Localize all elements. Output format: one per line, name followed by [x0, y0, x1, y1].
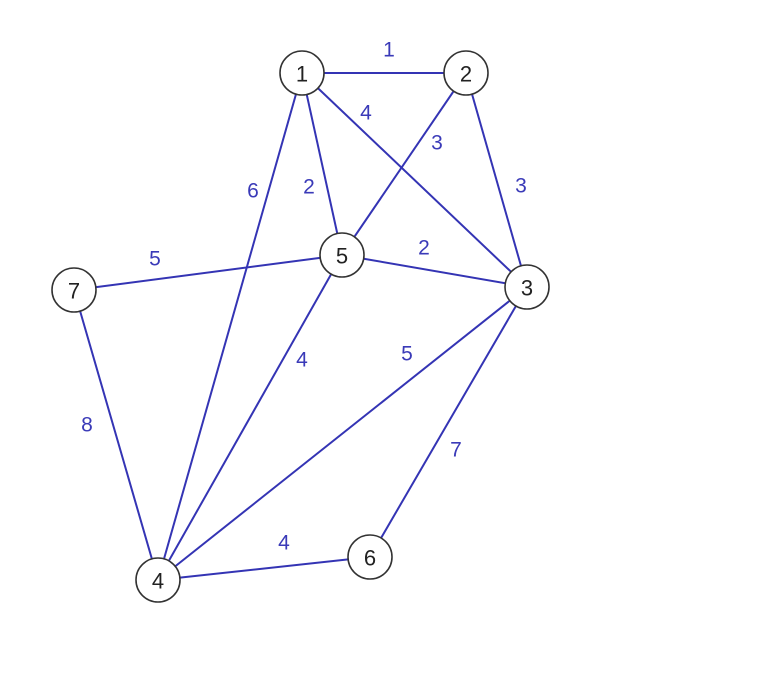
node-label: 3: [521, 276, 533, 301]
node-label: 5: [336, 244, 348, 269]
node-circle: [443, 50, 489, 96]
node-circle: [347, 534, 393, 580]
node-6: 6: [347, 534, 393, 580]
node-label: 7: [68, 279, 80, 304]
edge-5-3: [341, 254, 528, 288]
edge-weight-3-6: 7: [450, 439, 462, 462]
node-circle: [279, 50, 325, 96]
edge-7-5: [73, 254, 343, 291]
node-label: 6: [364, 546, 376, 571]
node-label: 4: [152, 569, 164, 594]
edge-3-4: [157, 286, 528, 581]
node-label: 1: [296, 62, 308, 87]
edge-weight-1-3: 4: [360, 102, 372, 125]
node-5: 5: [319, 232, 365, 278]
edge-2-3: [465, 72, 528, 288]
edge-weight-1-2: 1: [383, 39, 395, 62]
edge-1-3: [301, 72, 528, 288]
node-2: 2: [443, 50, 489, 96]
node-circle: [135, 557, 181, 603]
edge-weight-7-5: 5: [149, 248, 161, 271]
node-circle: [504, 264, 550, 310]
nodes-layer: 1 2 3 4 5 6 7: [51, 50, 550, 603]
edge-4-6: [157, 556, 371, 581]
edge-weight-1-5: 2: [303, 176, 315, 199]
edge-weight-7-4: 8: [81, 414, 93, 437]
edge-1-4: [157, 72, 303, 581]
edge-5-4: [157, 254, 343, 581]
node-7: 7: [51, 267, 97, 313]
edge-weight-5-3: 2: [418, 237, 430, 260]
edge-2-5: [341, 72, 467, 256]
edge-weight-4-6: 4: [278, 532, 290, 555]
node-label: 2: [460, 62, 472, 87]
node-4: 4: [135, 557, 181, 603]
edge-weight-5-4: 4: [296, 349, 308, 372]
node-3: 3: [504, 264, 550, 310]
edges-layer: [73, 72, 528, 581]
edge-labels-layer: 1 4 2 6 3 3 2 5 4 5 7 8 4: [81, 39, 527, 555]
edge-1-5: [301, 72, 343, 256]
edge-weight-2-5: 3: [431, 132, 443, 155]
edge-weight-2-3: 3: [515, 175, 527, 198]
edge-weight-1-4: 6: [247, 180, 259, 203]
node-circle: [319, 232, 365, 278]
edge-7-4: [73, 289, 159, 581]
edge-weight-3-4: 5: [401, 343, 413, 366]
edge-3-6: [369, 286, 528, 558]
node-1: 1: [279, 50, 325, 96]
node-circle: [51, 267, 97, 313]
